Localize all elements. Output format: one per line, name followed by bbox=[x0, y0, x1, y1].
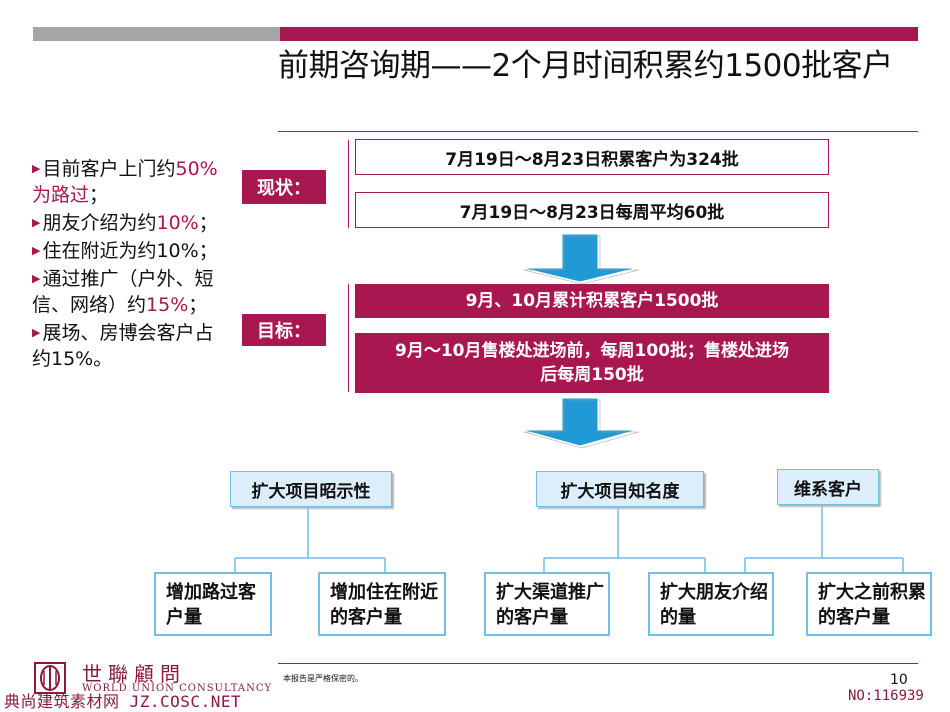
down-arrow-icon bbox=[521, 233, 640, 285]
bullet-item: ▶目前客户上门约50%为路过； bbox=[32, 156, 224, 208]
leaf-accumulated-customers: 扩大之前积累的客户量 bbox=[806, 572, 932, 636]
bullet-highlight: 15% bbox=[146, 294, 189, 316]
bullet-item: ▶住在附近为约10%； bbox=[32, 238, 224, 264]
bullet-marker-icon: ▶ bbox=[32, 162, 41, 175]
bullet-text: 目前客户上门约 bbox=[42, 158, 176, 180]
company-logo-cn: 世聯顧問 bbox=[82, 662, 186, 686]
watermark-left: 典尚建筑素材网 JZ.COSC.NET bbox=[4, 692, 242, 711]
company-logo-icon bbox=[34, 662, 66, 694]
category-project-visibility: 扩大项目昭示性 bbox=[230, 471, 392, 507]
bullet-marker-icon: ▶ bbox=[32, 216, 41, 229]
status-bracket-line bbox=[348, 140, 349, 228]
bullet-highlight: 10% bbox=[156, 212, 199, 234]
watermark-right: NO:116939 bbox=[848, 688, 924, 704]
company-logo-en: WORLD UNION CONSULTANCY bbox=[82, 683, 273, 694]
status-box-1: 7月19日～8月23日积累客户为324批 bbox=[355, 139, 829, 175]
bullet-text: 展场、房博会客户占约15%。 bbox=[32, 322, 214, 370]
bullet-item: ▶朋友介绍为约10%； bbox=[32, 210, 224, 236]
goal-bracket-line bbox=[348, 284, 349, 392]
bullet-text: 朋友介绍为约 bbox=[42, 212, 157, 234]
down-arrow-icon bbox=[521, 397, 640, 449]
bullet-text: ； bbox=[188, 294, 208, 316]
status-box-2: 7月19日～8月23日每周平均60批 bbox=[355, 192, 829, 228]
page-number: 10 bbox=[890, 672, 908, 688]
bullet-item: ▶通过推广（户外、短信、网络）约15%； bbox=[32, 266, 224, 318]
goal-box-1: 9月、10月累计积累客户1500批 bbox=[355, 284, 829, 318]
leaf-nearby-residents: 增加住在附近的客户量 bbox=[318, 572, 446, 636]
bullet-item: ▶展场、房博会客户占约15%。 bbox=[32, 320, 224, 372]
leaf-passerby-customers: 增加路过客户量 bbox=[154, 572, 272, 636]
bullet-list: ▶目前客户上门约50%为路过；▶朋友介绍为约10%；▶住在附近为约10%；▶通过… bbox=[32, 156, 224, 374]
bullet-text: 通过推广（户外、短信、网络）约 bbox=[32, 268, 214, 316]
title-divider bbox=[278, 131, 918, 132]
leaf-friend-referral: 扩大朋友介绍的量 bbox=[648, 572, 774, 636]
goal-label: 目标： bbox=[242, 314, 326, 346]
tree-connector-lines bbox=[234, 503, 904, 572]
bullet-marker-icon: ▶ bbox=[32, 244, 41, 257]
category-customer-retention: 维系客户 bbox=[777, 469, 879, 505]
category-project-awareness: 扩大项目知名度 bbox=[536, 471, 704, 507]
bullet-text: 住在附近为约10%； bbox=[42, 240, 218, 262]
page-title: 前期咨询期——2个月时间积累约1500批客户 bbox=[278, 48, 893, 84]
header-bar-gray bbox=[33, 27, 280, 41]
footer-divider bbox=[278, 663, 918, 664]
bullet-marker-icon: ▶ bbox=[32, 326, 41, 339]
status-label: 现状： bbox=[242, 170, 326, 204]
leaf-channel-promotion: 扩大渠道推广的客户量 bbox=[484, 572, 610, 636]
confidentiality-note: 本报告是严格保密的。 bbox=[283, 674, 363, 683]
bullet-marker-icon: ▶ bbox=[32, 272, 41, 285]
bullet-highlight: 50%为路过 bbox=[32, 158, 218, 206]
bullet-text: ； bbox=[89, 184, 109, 206]
bullet-text: ； bbox=[198, 212, 218, 234]
goal-box-2: 9月～10月售楼处进场前，每周100批；售楼处进场后每周150批 bbox=[355, 333, 829, 393]
header-bar-accent bbox=[280, 27, 918, 41]
